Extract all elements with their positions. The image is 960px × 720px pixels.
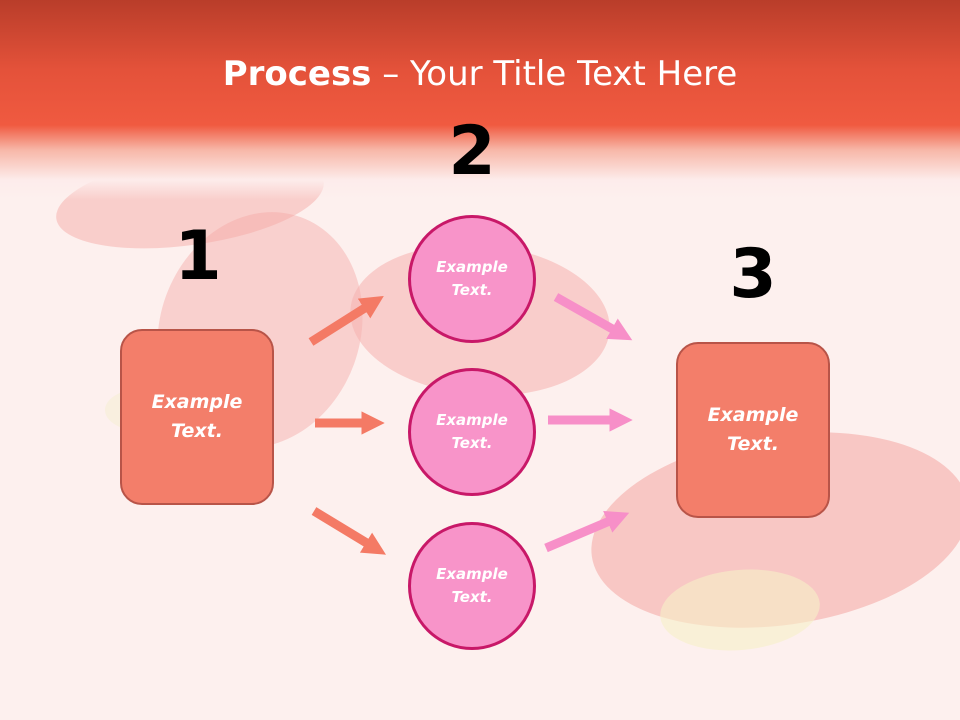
circle-middle-text: Example Text.: [436, 411, 508, 452]
arrow-top-to-3: [553, 293, 633, 341]
step-3-box-text: Example Text.: [707, 404, 799, 455]
step-number-3: 3: [729, 235, 777, 314]
header-band: [0, 0, 960, 200]
step-number-1: 1: [174, 217, 222, 296]
step-1-box: Example Text.: [120, 329, 274, 505]
step-2-circle-bottom: Example Text.: [408, 522, 536, 650]
step-1-box-text: Example Text.: [151, 391, 243, 442]
circle-top-text: Example Text.: [436, 258, 508, 299]
title-rest: – Your Title Text Here: [371, 54, 738, 94]
step-2-circle-middle: Example Text.: [408, 368, 536, 496]
arrow-bottom-to-3: [544, 511, 630, 553]
slide-title: Process – Your Title Text Here: [0, 52, 960, 96]
step-2-circle-top: Example Text.: [408, 215, 536, 343]
arrow-1-to-top: [308, 296, 384, 346]
circle-bottom-text: Example Text.: [436, 565, 508, 606]
step-number-2: 2: [448, 112, 496, 191]
step-3-box: Example Text.: [676, 342, 830, 518]
title-bold: Process: [222, 54, 372, 94]
arrow-1-to-bottom: [311, 507, 387, 555]
